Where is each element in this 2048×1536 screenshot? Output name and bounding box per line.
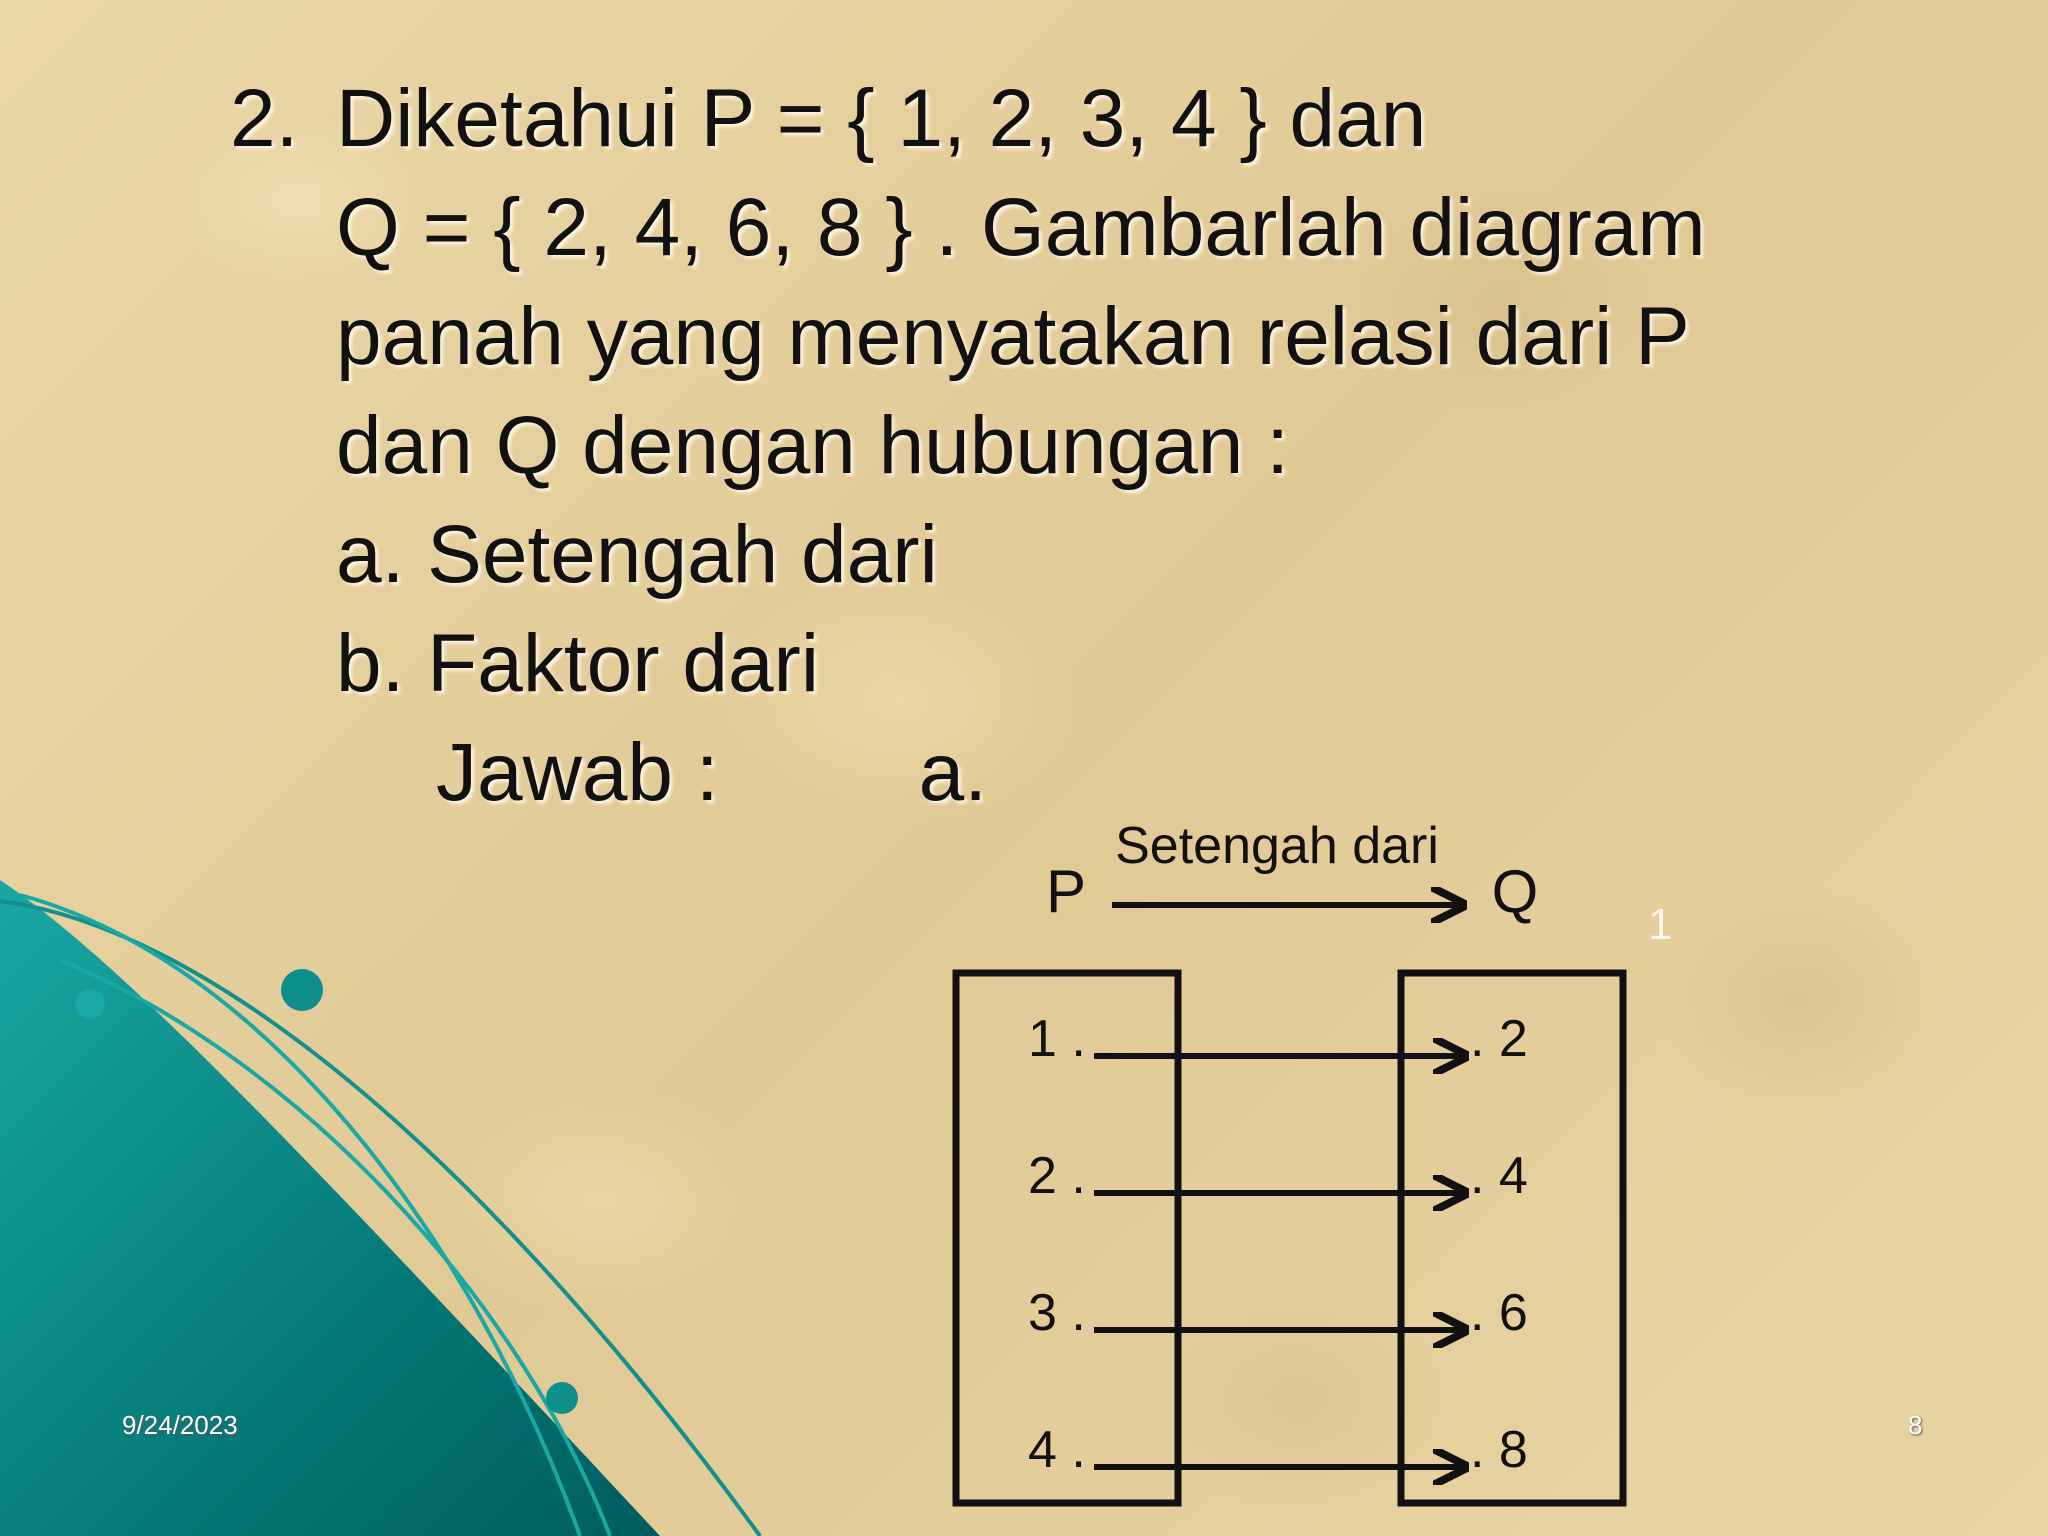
left-set-item: 4 . xyxy=(1028,1421,1086,1479)
question-text: 2. Diketahui P = { 1, 2, 3, 4 } dan Q = {… xyxy=(230,64,1706,827)
right-set-item: . 8 xyxy=(1470,1421,1528,1479)
page-number: 8 xyxy=(1908,1410,1923,1440)
left-set-item: 3 . xyxy=(1028,1284,1086,1342)
question-line: panah yang menyatakan relasi dari P xyxy=(336,291,1690,382)
left-set-box xyxy=(952,969,1182,1507)
decorative-dot xyxy=(281,969,323,1011)
question-line: 2. Diketahui P = { 1, 2, 3, 4 } dan xyxy=(230,64,1706,173)
right-set-item: . 2 xyxy=(1470,1010,1528,1068)
left-set-label: P xyxy=(1046,858,1086,925)
question-line: Q = { 2, 4, 6, 8 } . Gambarlah diagram xyxy=(336,182,1706,273)
teal-corner-shape xyxy=(0,880,660,1536)
right-set-label: Q xyxy=(1492,858,1539,925)
decorative-curve xyxy=(59,958,612,1536)
decorative-dot xyxy=(75,989,105,1019)
diagram-items: 1 . 2 . 3 . 4 . . 2 . 4 . 6 . 8 xyxy=(1028,1010,1528,1479)
option-a: a. Setengah dari xyxy=(336,509,938,600)
relation-label: Setengah dari xyxy=(1115,817,1439,875)
right-set-item: . 4 xyxy=(1470,1147,1528,1205)
decorative-curve xyxy=(19,893,582,1536)
footer-date: 9/24/2023 xyxy=(122,1410,238,1440)
right-set-item: . 6 xyxy=(1470,1284,1528,1342)
left-set-item: 2 . xyxy=(1028,1147,1086,1205)
left-set-item: 1 . xyxy=(1028,1010,1086,1068)
answer-label: Jawab : xyxy=(436,727,719,818)
right-set-box xyxy=(1397,969,1627,1507)
question-number: 2. xyxy=(230,73,299,164)
decorative-dot xyxy=(546,1382,578,1414)
answer-line: Jawab : a. xyxy=(230,718,1706,827)
decorative-curve xyxy=(0,899,762,1536)
question-line-text: Diketahui P = { 1, 2, 3, 4 } dan xyxy=(336,73,1427,164)
answer-part: a. xyxy=(918,727,987,818)
option-b: b. Faktor dari xyxy=(336,618,820,709)
stray-mark: 1 xyxy=(1648,900,1673,949)
question-line: dan Q dengan hubungan : xyxy=(336,400,1289,491)
